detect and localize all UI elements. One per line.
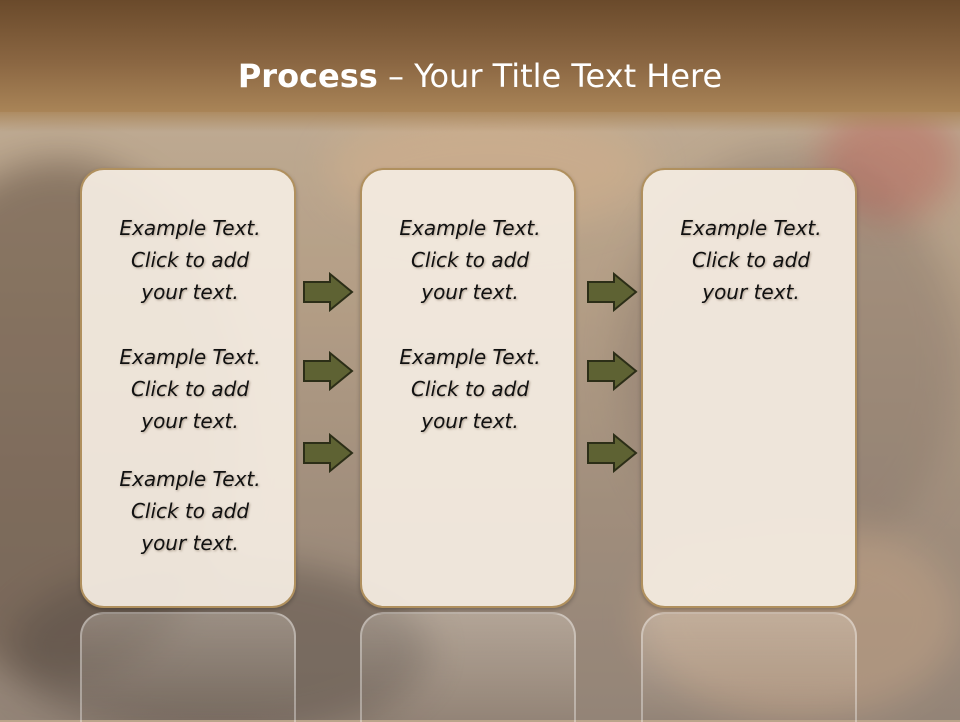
process-box-3[interactable]: Example Text. Click to add your text. bbox=[641, 168, 857, 608]
text-placeholder[interactable]: Example Text. Click to add your text. bbox=[82, 341, 298, 437]
right-arrow-icon[interactable] bbox=[302, 351, 354, 391]
right-arrow-icon[interactable] bbox=[586, 351, 638, 391]
text-line: Example Text. bbox=[119, 345, 261, 369]
text-line: Click to add bbox=[130, 248, 250, 272]
right-arrow-icon[interactable] bbox=[302, 272, 354, 312]
title-bar bbox=[0, 0, 960, 132]
title-strong: Process bbox=[237, 57, 378, 95]
text-placeholder[interactable]: Example Text. Click to add your text. bbox=[82, 212, 298, 308]
box-reflection bbox=[641, 612, 857, 722]
text-line: Click to add bbox=[130, 377, 250, 401]
slide-title[interactable]: Process – Your Title Text Here bbox=[0, 56, 960, 96]
text-placeholder[interactable]: Example Text. Click to add your text. bbox=[362, 341, 578, 437]
title-rest: – Your Title Text Here bbox=[377, 57, 723, 95]
text-line: Click to add bbox=[410, 248, 530, 272]
text-line: Example Text. bbox=[119, 216, 261, 240]
text-placeholder[interactable]: Example Text. Click to add your text. bbox=[362, 212, 578, 308]
process-box-2[interactable]: Example Text. Click to add your text. Ex… bbox=[360, 168, 576, 608]
text-line: Example Text. bbox=[399, 345, 541, 369]
right-arrow-icon[interactable] bbox=[586, 272, 638, 312]
text-line: Click to add bbox=[691, 248, 811, 272]
process-box-1[interactable]: Example Text. Click to add your text. Ex… bbox=[80, 168, 296, 608]
box-reflection bbox=[360, 612, 576, 722]
text-line: Click to add bbox=[410, 377, 530, 401]
text-placeholder[interactable]: Example Text. Click to add your text. bbox=[82, 463, 298, 559]
text-placeholder[interactable]: Example Text. Click to add your text. bbox=[643, 212, 859, 308]
text-line: Click to add bbox=[130, 499, 250, 523]
box-reflection bbox=[80, 612, 296, 722]
text-line: your text. bbox=[141, 280, 239, 304]
right-arrow-icon[interactable] bbox=[302, 433, 354, 473]
right-arrow-icon[interactable] bbox=[586, 433, 638, 473]
text-line: Example Text. bbox=[119, 467, 261, 491]
text-line: Example Text. bbox=[680, 216, 822, 240]
text-line: your text. bbox=[141, 409, 239, 433]
text-line: your text. bbox=[421, 409, 519, 433]
text-line: your text. bbox=[421, 280, 519, 304]
text-line: Example Text. bbox=[399, 216, 541, 240]
text-line: your text. bbox=[702, 280, 800, 304]
text-line: your text. bbox=[141, 531, 239, 555]
